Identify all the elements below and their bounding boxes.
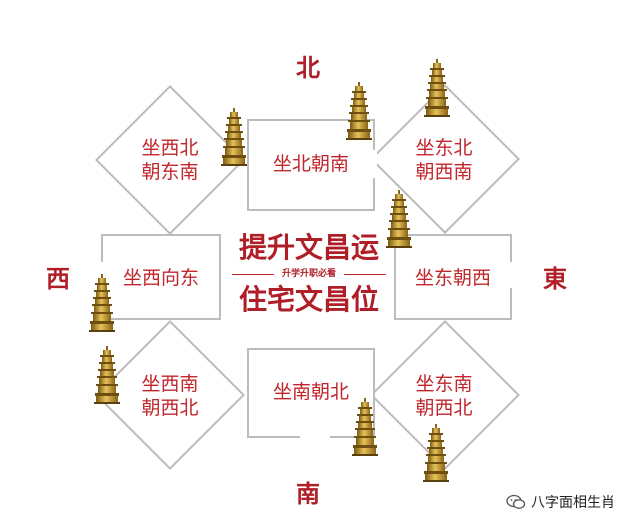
pagoda-icon bbox=[346, 82, 372, 140]
center-title-bottom: 住宅文昌位 bbox=[238, 283, 379, 316]
direction-east: 東 bbox=[543, 264, 567, 293]
label-south: 坐南朝北 bbox=[272, 381, 349, 403]
direction-south: 南 bbox=[296, 479, 320, 508]
pagoda-icon bbox=[386, 190, 412, 248]
center-subtitle: 升学升职必看 bbox=[281, 269, 336, 279]
label-west: 坐西向东 bbox=[122, 267, 199, 289]
label-east: 坐东朝西 bbox=[414, 267, 491, 289]
label-north: 坐北朝南 bbox=[272, 153, 349, 175]
pagoda-icon bbox=[89, 274, 115, 332]
center-title-top: 提升文昌运 bbox=[238, 231, 379, 264]
subtitle-rule-right bbox=[344, 274, 386, 275]
gap-north-box bbox=[370, 150, 377, 178]
label-northwest: 坐西北 朝东南 bbox=[141, 137, 199, 183]
gap-east-box bbox=[508, 262, 514, 288]
box-south bbox=[247, 348, 375, 438]
pagoda-icon bbox=[221, 108, 247, 166]
watermark: 八字面相生肖 bbox=[506, 491, 615, 513]
pagoda-icon bbox=[424, 59, 450, 117]
direction-north: 北 bbox=[296, 53, 320, 82]
direction-west: 西 bbox=[46, 264, 70, 293]
box-east bbox=[394, 234, 512, 320]
subtitle-rule-left bbox=[232, 274, 274, 275]
gap-south-box bbox=[300, 434, 330, 440]
wechat-icon bbox=[506, 494, 526, 509]
label-northeast: 坐东北 朝西南 bbox=[415, 137, 473, 183]
pagoda-icon bbox=[352, 398, 378, 456]
label-southwest: 坐西南 朝西北 bbox=[141, 373, 199, 419]
pagoda-icon bbox=[423, 424, 449, 482]
watermark-text: 八字面相生肖 bbox=[531, 495, 615, 511]
pagoda-icon bbox=[94, 346, 120, 404]
label-southeast: 坐东南 朝西北 bbox=[415, 373, 473, 419]
box-west bbox=[101, 234, 221, 320]
